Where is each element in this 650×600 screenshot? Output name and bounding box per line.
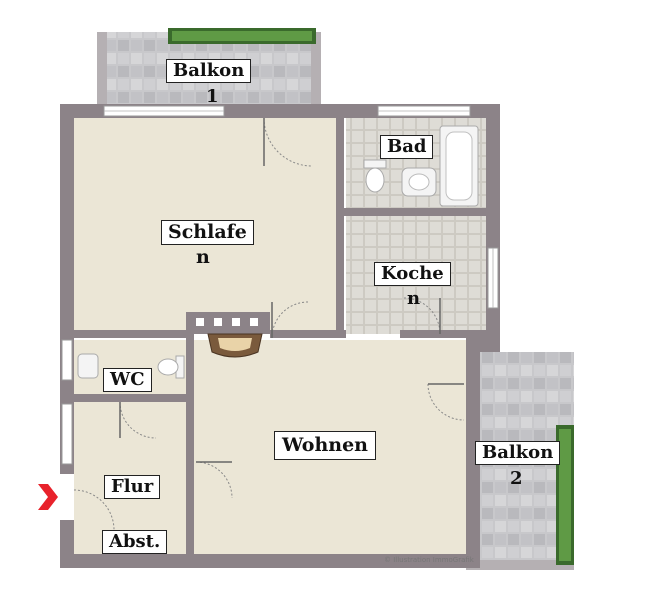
- balkon-1-number: 1: [206, 86, 219, 107]
- window-panes: [104, 110, 494, 308]
- flur-label: Flur: [104, 475, 161, 499]
- kochen-label: Koche: [374, 262, 451, 286]
- schlafen-label: Schlafe: [161, 220, 254, 245]
- interior-walls: [74, 118, 486, 554]
- fireplace-stove: [196, 318, 263, 358]
- balkon-1-area: [97, 28, 321, 106]
- wohnen-label: Wohnen: [274, 431, 376, 460]
- entrance-opening: [60, 474, 74, 520]
- door-leaves: [119, 118, 464, 463]
- wc-label: WC: [103, 368, 152, 392]
- abstellraum-label: Abst.: [102, 530, 168, 554]
- door-swings: [73, 117, 465, 531]
- entrance-arrow-icon: [38, 484, 58, 510]
- bad-label: Bad: [380, 135, 434, 159]
- sink-bad: [401, 167, 437, 197]
- schlafen-label-suffix: n: [196, 246, 210, 268]
- bathtub: [439, 125, 479, 207]
- illustration-credit: © Illustration ImmoGrafik: [384, 556, 474, 564]
- toilet-bad: [363, 159, 387, 193]
- sink-wc: [77, 353, 99, 379]
- balkon-1-label: Balkon: [166, 59, 252, 83]
- kochen-label-suffix: n: [407, 288, 421, 309]
- toilet-wc: [157, 355, 185, 379]
- balkon-2-number: 2: [510, 468, 523, 489]
- balkon-2-label: Balkon: [475, 441, 561, 465]
